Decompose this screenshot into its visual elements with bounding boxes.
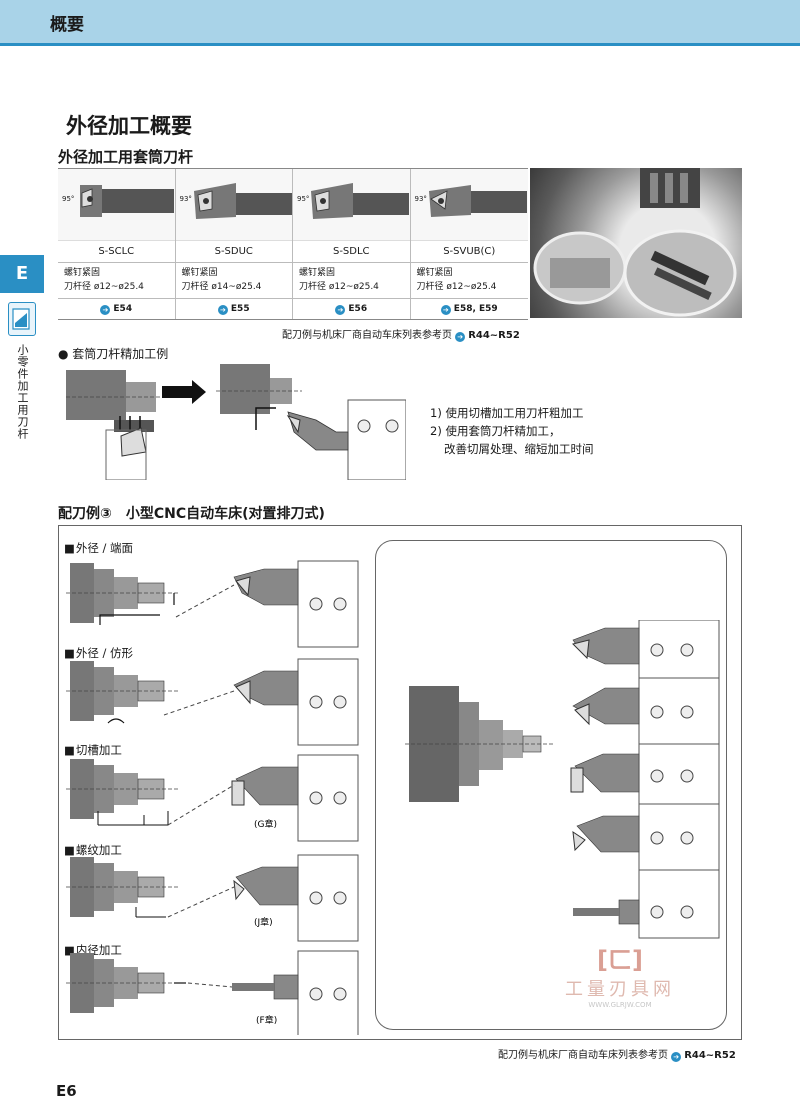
finishing-example-diagram <box>66 364 406 480</box>
arrow-right-icon: ➔ <box>671 1052 682 1062</box>
watermark-url: WWW.GLRJW.COM <box>588 1001 652 1009</box>
holder-ref-link[interactable]: ➔E58, E59 <box>411 299 529 319</box>
reference-text: 配刀例与机床厂商自动车床列表参考页 <box>498 1050 668 1061</box>
label-od-profile: 外径 / 仿形 <box>64 645 133 661</box>
note-line: 改善切屑处理、缩短加工时间 <box>444 442 594 456</box>
holder-table: 95° S-SCLC 螺钉紧固 刀杆径 ø12~ø25.4 ➔E54 93° S… <box>58 168 528 320</box>
holder-image: 93° <box>410 169 528 241</box>
shank-range: 刀杆径 ø12~ø25.4 <box>416 282 497 292</box>
ref-page: E56 <box>348 304 368 314</box>
ref-page: E54 <box>113 304 133 314</box>
chapter-vertical-label: 小零件加工用刀杆 <box>16 344 29 440</box>
operation-diagrams: (G章) (J章) (F章) <box>65 560 359 1035</box>
grooving-chapter: (G章) <box>254 818 277 830</box>
angle-label: 95° <box>62 195 75 203</box>
holder-icon <box>8 302 36 336</box>
holder-model: S-SDLC <box>293 241 410 263</box>
clamp-type: 螺钉紧固 <box>181 268 218 278</box>
holder-cell: 93° S-SVUB(C) 螺钉紧固 刀杆径 ø12~ø25.4 ➔E58, E… <box>410 169 529 319</box>
holder-ref-link[interactable]: ➔E55 <box>176 299 293 319</box>
holder-spec: 螺钉紧固 刀杆径 ø12~ø25.4 <box>293 263 410 299</box>
label-grooving: 切槽加工 <box>64 742 122 758</box>
holder-spec: 螺钉紧固 刀杆径 ø12~ø25.4 <box>58 263 175 299</box>
clamp-type: 螺钉紧固 <box>299 268 336 278</box>
holder-spec: 螺钉紧固 刀杆径 ø14~ø25.4 <box>175 263 292 299</box>
holder-model: S-SVUB(C) <box>410 241 528 263</box>
ref-page: E55 <box>230 304 250 314</box>
turret-layout-diagram <box>405 620 720 939</box>
holder-image: 95° <box>58 169 175 241</box>
watermark-name: 工量刃具网 <box>565 979 675 1000</box>
page-number: E6 <box>56 1082 77 1100</box>
shank-range: 刀杆径 ø12~ø25.4 <box>64 282 144 292</box>
example-title: ● 套筒刀杆精加工例 <box>58 347 169 361</box>
holder-ref-link[interactable]: ➔E54 <box>58 299 175 319</box>
example-notes: 1) 使用切槽加工用刀杆粗加工 2) 使用套筒刀杆精加工， 改善切屑处理、缩短加… <box>430 404 594 458</box>
holder-spec: 螺钉紧固 刀杆径 ø12~ø25.4 <box>410 263 528 299</box>
header-title: 概要 <box>50 15 84 35</box>
clamp-type: 螺钉紧固 <box>64 268 101 278</box>
holder-model: S-SDUC <box>175 241 292 263</box>
shank-range: 刀杆径 ø14~ø25.4 <box>181 282 262 292</box>
note-line: 2) 使用套筒刀杆精加工， <box>430 424 561 438</box>
arrow-right-icon: ➔ <box>335 305 346 315</box>
holder-model: S-SCLC <box>58 241 175 263</box>
holder-cell: 93° S-SDUC 螺钉紧固 刀杆径 ø14~ø25.4 ➔E55 <box>175 169 293 319</box>
label-od-face: 外径 / 端面 <box>64 540 133 556</box>
holder-image: 93° <box>175 169 292 241</box>
shank-range: 刀杆径 ø12~ø25.4 <box>299 282 379 292</box>
ref-page: E58, E59 <box>453 304 498 314</box>
watermark: [ㄈ] 工量刃具网 WWW.GLRJW.COM <box>540 940 700 1009</box>
layout-frame <box>58 525 742 1040</box>
holder-cell: 95° S-SDLC 螺钉紧固 刀杆径 ø12~ø25.4 ➔E56 <box>293 169 411 319</box>
angle-label: 95° <box>297 195 310 203</box>
reference-text: 配刀例与机床厂商自动车床列表参考页 <box>282 330 452 341</box>
holder-ref-link[interactable]: ➔E56 <box>293 299 410 319</box>
arrow-right-icon: ➔ <box>440 305 451 315</box>
machine-photo <box>530 168 742 318</box>
section-subtitle: 外径加工用套筒刀杆 <box>58 148 194 166</box>
reference-line-bottom: 配刀例与机床厂商自动车床列表参考页 ➔R44~R52 <box>498 1046 736 1062</box>
arrow-right-icon: ➔ <box>217 305 228 315</box>
clamp-type: 螺钉紧固 <box>416 268 453 278</box>
note-line: 1) 使用切槽加工用刀杆粗加工 <box>430 406 584 420</box>
section-title: 外径加工概要 <box>66 114 192 138</box>
turret-layout-frame <box>375 540 727 1030</box>
chapter-tab[interactable]: E <box>0 255 44 293</box>
arrow-right-icon: ➔ <box>455 332 466 342</box>
boring-chapter: (F章) <box>256 1014 277 1026</box>
watermark-logo: [ㄈ] <box>597 946 643 974</box>
reference-pages[interactable]: R44~R52 <box>684 1050 736 1061</box>
reference-line: 配刀例与机床厂商自动车床列表参考页 ➔R44~R52 <box>282 326 520 342</box>
angle-label: 93° <box>414 195 427 203</box>
holder-image: 95° <box>293 169 410 241</box>
page-header: 概要 <box>0 0 800 46</box>
threading-chapter: (J章) <box>254 916 273 928</box>
reference-pages[interactable]: R44~R52 <box>468 330 520 341</box>
angle-label: 93° <box>179 195 192 203</box>
layout-section-title: 配刀例③ 小型CNC自动车床(对置排刀式) <box>58 506 325 522</box>
holder-cell: 95° S-SCLC 螺钉紧固 刀杆径 ø12~ø25.4 ➔E54 <box>58 169 176 319</box>
label-threading: 螺纹加工 <box>64 842 122 858</box>
arrow-right-icon: ➔ <box>100 305 111 315</box>
